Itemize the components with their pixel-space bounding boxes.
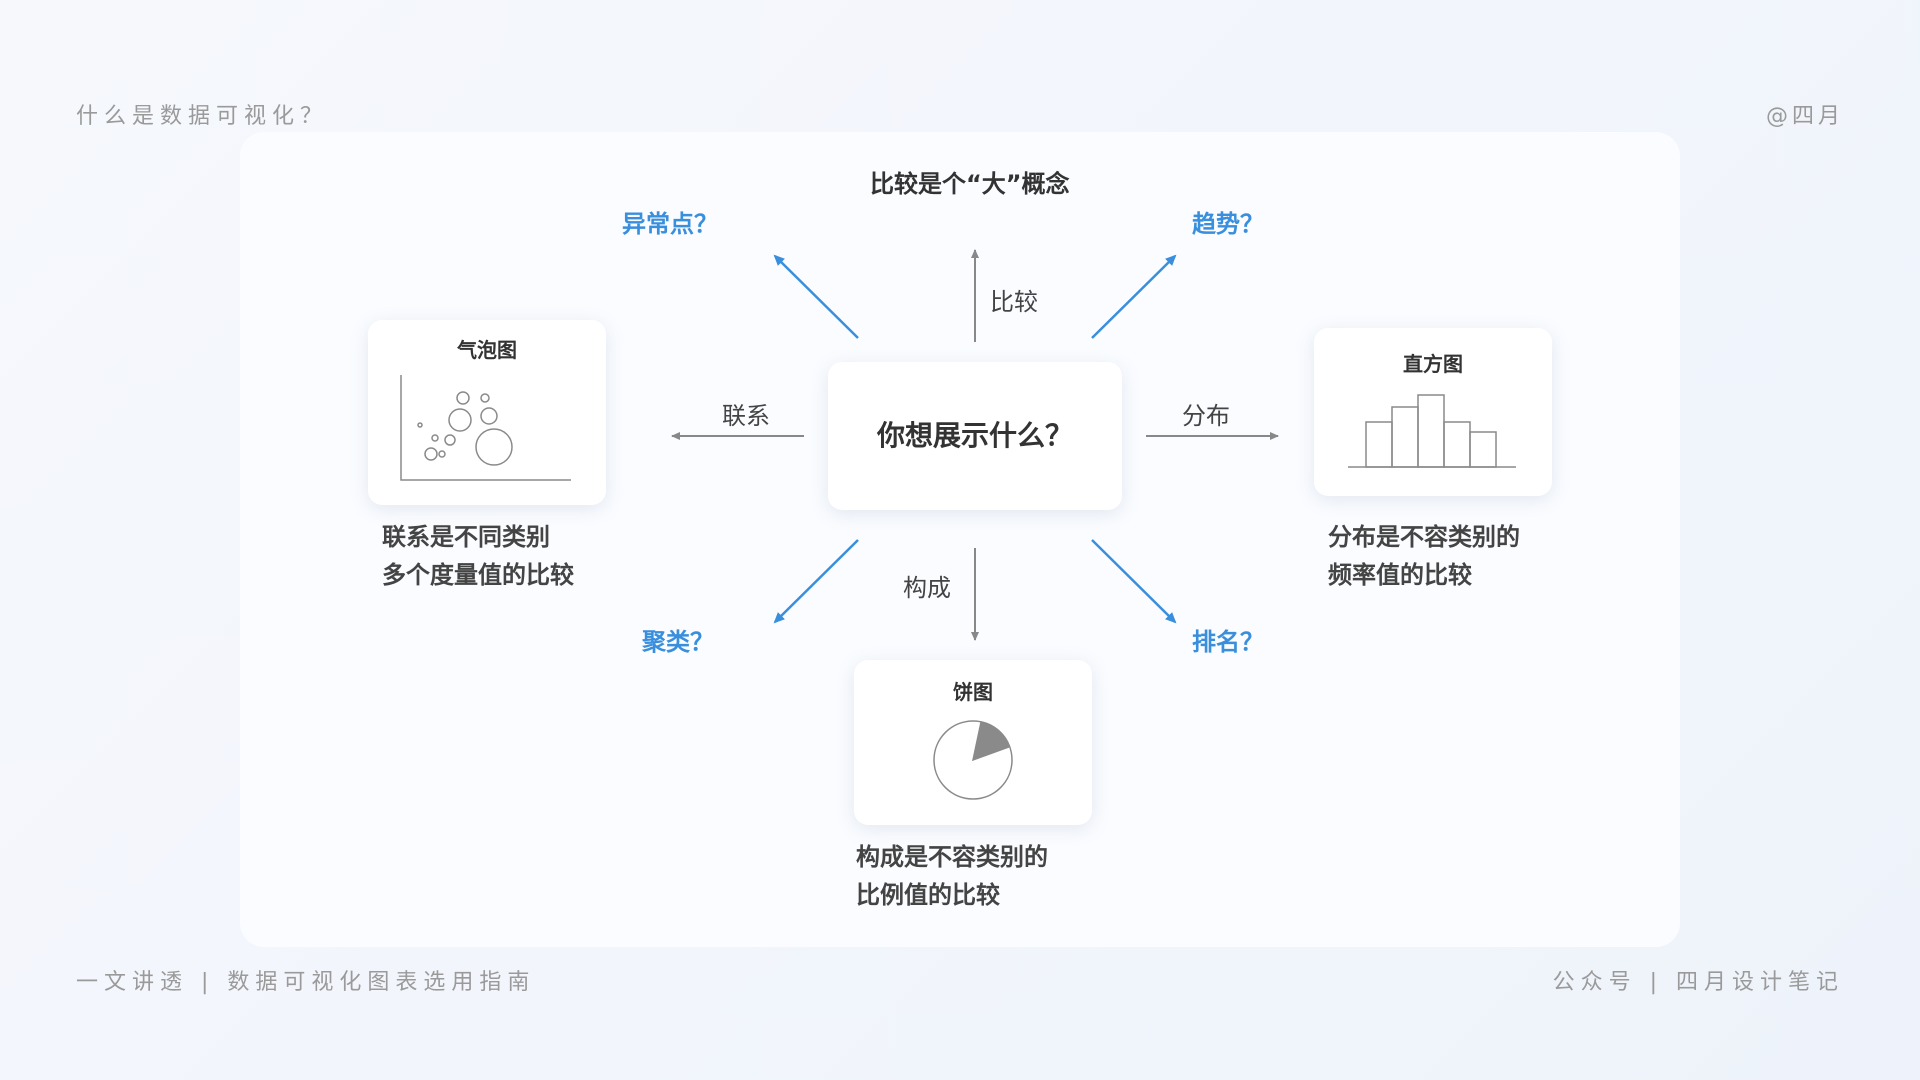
distribution-desc-line2: 频率值的比较	[1328, 561, 1472, 589]
bubble-chart-title: 气泡图	[457, 338, 517, 362]
distribution-description: 分布是不容类别的 频率值的比较	[1328, 518, 1520, 594]
distribution-arrow-label: 分布	[1182, 402, 1230, 430]
footer-account: 公众号 | 四月设计笔记	[1552, 970, 1844, 995]
center-question-card: 你想展示什么？	[828, 362, 1122, 510]
histogram-icon	[1348, 394, 1516, 468]
arrow-top-left	[773, 254, 859, 339]
author-tag: @四月	[1765, 104, 1844, 129]
composition-arrow-label: 构成	[903, 574, 951, 602]
ranking-question: 排名？	[1192, 628, 1264, 656]
outlier-question: 异常点？	[622, 210, 718, 238]
arrow-top-right	[1091, 254, 1177, 339]
center-question: 你想展示什么？	[876, 419, 1073, 452]
composition-desc-line2: 比例值的比较	[856, 881, 1000, 909]
bubble-chart-icon	[400, 375, 571, 481]
histogram-title: 直方图	[1403, 352, 1463, 376]
relation-desc-line2: 多个度量值的比较	[382, 561, 574, 589]
composition-description: 构成是不容类别的 比例值的比较	[856, 838, 1048, 914]
distribution-desc-line1: 分布是不容类别的	[1328, 523, 1520, 551]
pie-chart-card: 饼图	[854, 660, 1092, 825]
compare-arrow-label: 比较	[990, 288, 1038, 316]
header-title: 什么是数据可视化？	[76, 104, 329, 129]
bubble-chart-card: 气泡图	[368, 320, 606, 505]
pie-chart-icon	[933, 720, 1013, 800]
arrow-bottom-left	[773, 539, 859, 624]
relation-desc-line1: 联系是不同类别	[382, 523, 550, 551]
footer-title: 一文讲透 | 数据可视化图表选用指南	[76, 970, 536, 995]
composition-desc-line1: 构成是不容类别的	[856, 843, 1048, 871]
cluster-question: 聚类？	[642, 628, 714, 656]
pie-chart-title: 饼图	[953, 680, 993, 704]
histogram-card: 直方图	[1314, 328, 1552, 496]
trend-question: 趋势？	[1192, 210, 1264, 238]
relation-arrow-label: 联系	[722, 402, 770, 430]
relation-description: 联系是不同类别 多个度量值的比较	[382, 518, 574, 594]
compare-concept-title: 比较是个“大”概念	[870, 170, 1070, 198]
arrow-bottom-right	[1091, 539, 1177, 624]
